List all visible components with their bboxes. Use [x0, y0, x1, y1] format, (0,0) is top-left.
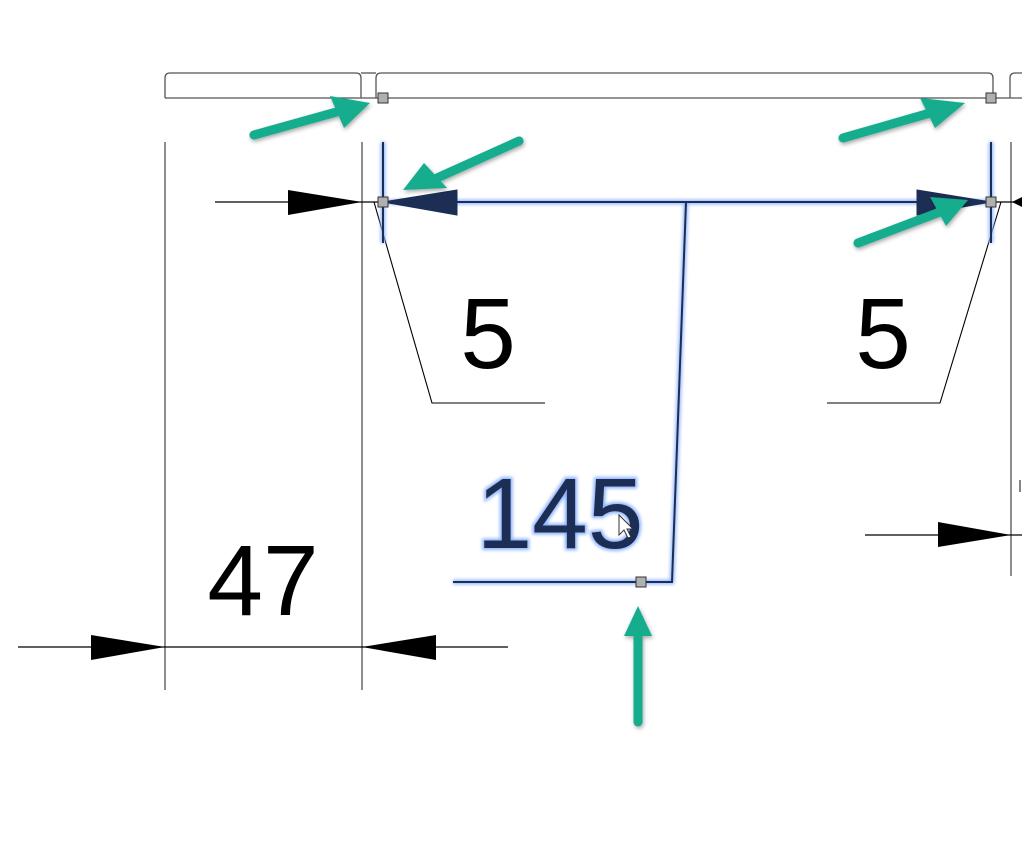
dimension-5-right[interactable]: 5 [827, 201, 1002, 404]
grip-handle-dim-right[interactable] [985, 196, 997, 208]
annotation-arrow-icon [624, 606, 652, 727]
dimension-text-47: 47 [207, 525, 318, 637]
dimension-text-5-right: 5 [855, 278, 911, 390]
left-outer-dimension [215, 190, 383, 215]
leader-line [373, 201, 545, 404]
arrowhead-icon [382, 189, 458, 216]
arrowhead-icon [288, 190, 362, 215]
leader-line [453, 201, 687, 583]
annotation-arrows [249, 96, 968, 727]
annotation-arrow-icon [853, 197, 968, 248]
annotation-arrow-icon [249, 96, 370, 140]
grip-handle-text[interactable] [635, 576, 647, 588]
svg-text:145: 145 [477, 458, 644, 570]
dimension-145-selected[interactable]: 145 145 [380, 142, 994, 585]
grip-handle-dim-left[interactable] [377, 196, 389, 208]
extension-lines [164, 142, 1012, 690]
right-outer-dimension [865, 522, 1022, 547]
annotation-arrow-icon [838, 98, 965, 143]
annotation-arrow-icon [403, 136, 524, 190]
grip-handle-top-left[interactable] [377, 92, 389, 104]
arrowhead-icon [91, 635, 165, 660]
mouse-cursor-icon [618, 513, 635, 539]
grips [377, 92, 997, 588]
dimension-text-5-left: 5 [460, 278, 516, 390]
dimension-47[interactable]: 47 [18, 525, 508, 660]
arrowhead-icon [938, 522, 1011, 547]
grip-handle-top-right[interactable] [985, 92, 997, 104]
arrowhead-icon [362, 635, 436, 660]
top-frame [164, 72, 1022, 99]
leader-line [827, 201, 1002, 404]
dimension-5-left[interactable]: 5 [373, 201, 545, 404]
dimension-text-145: 145 [477, 458, 644, 570]
